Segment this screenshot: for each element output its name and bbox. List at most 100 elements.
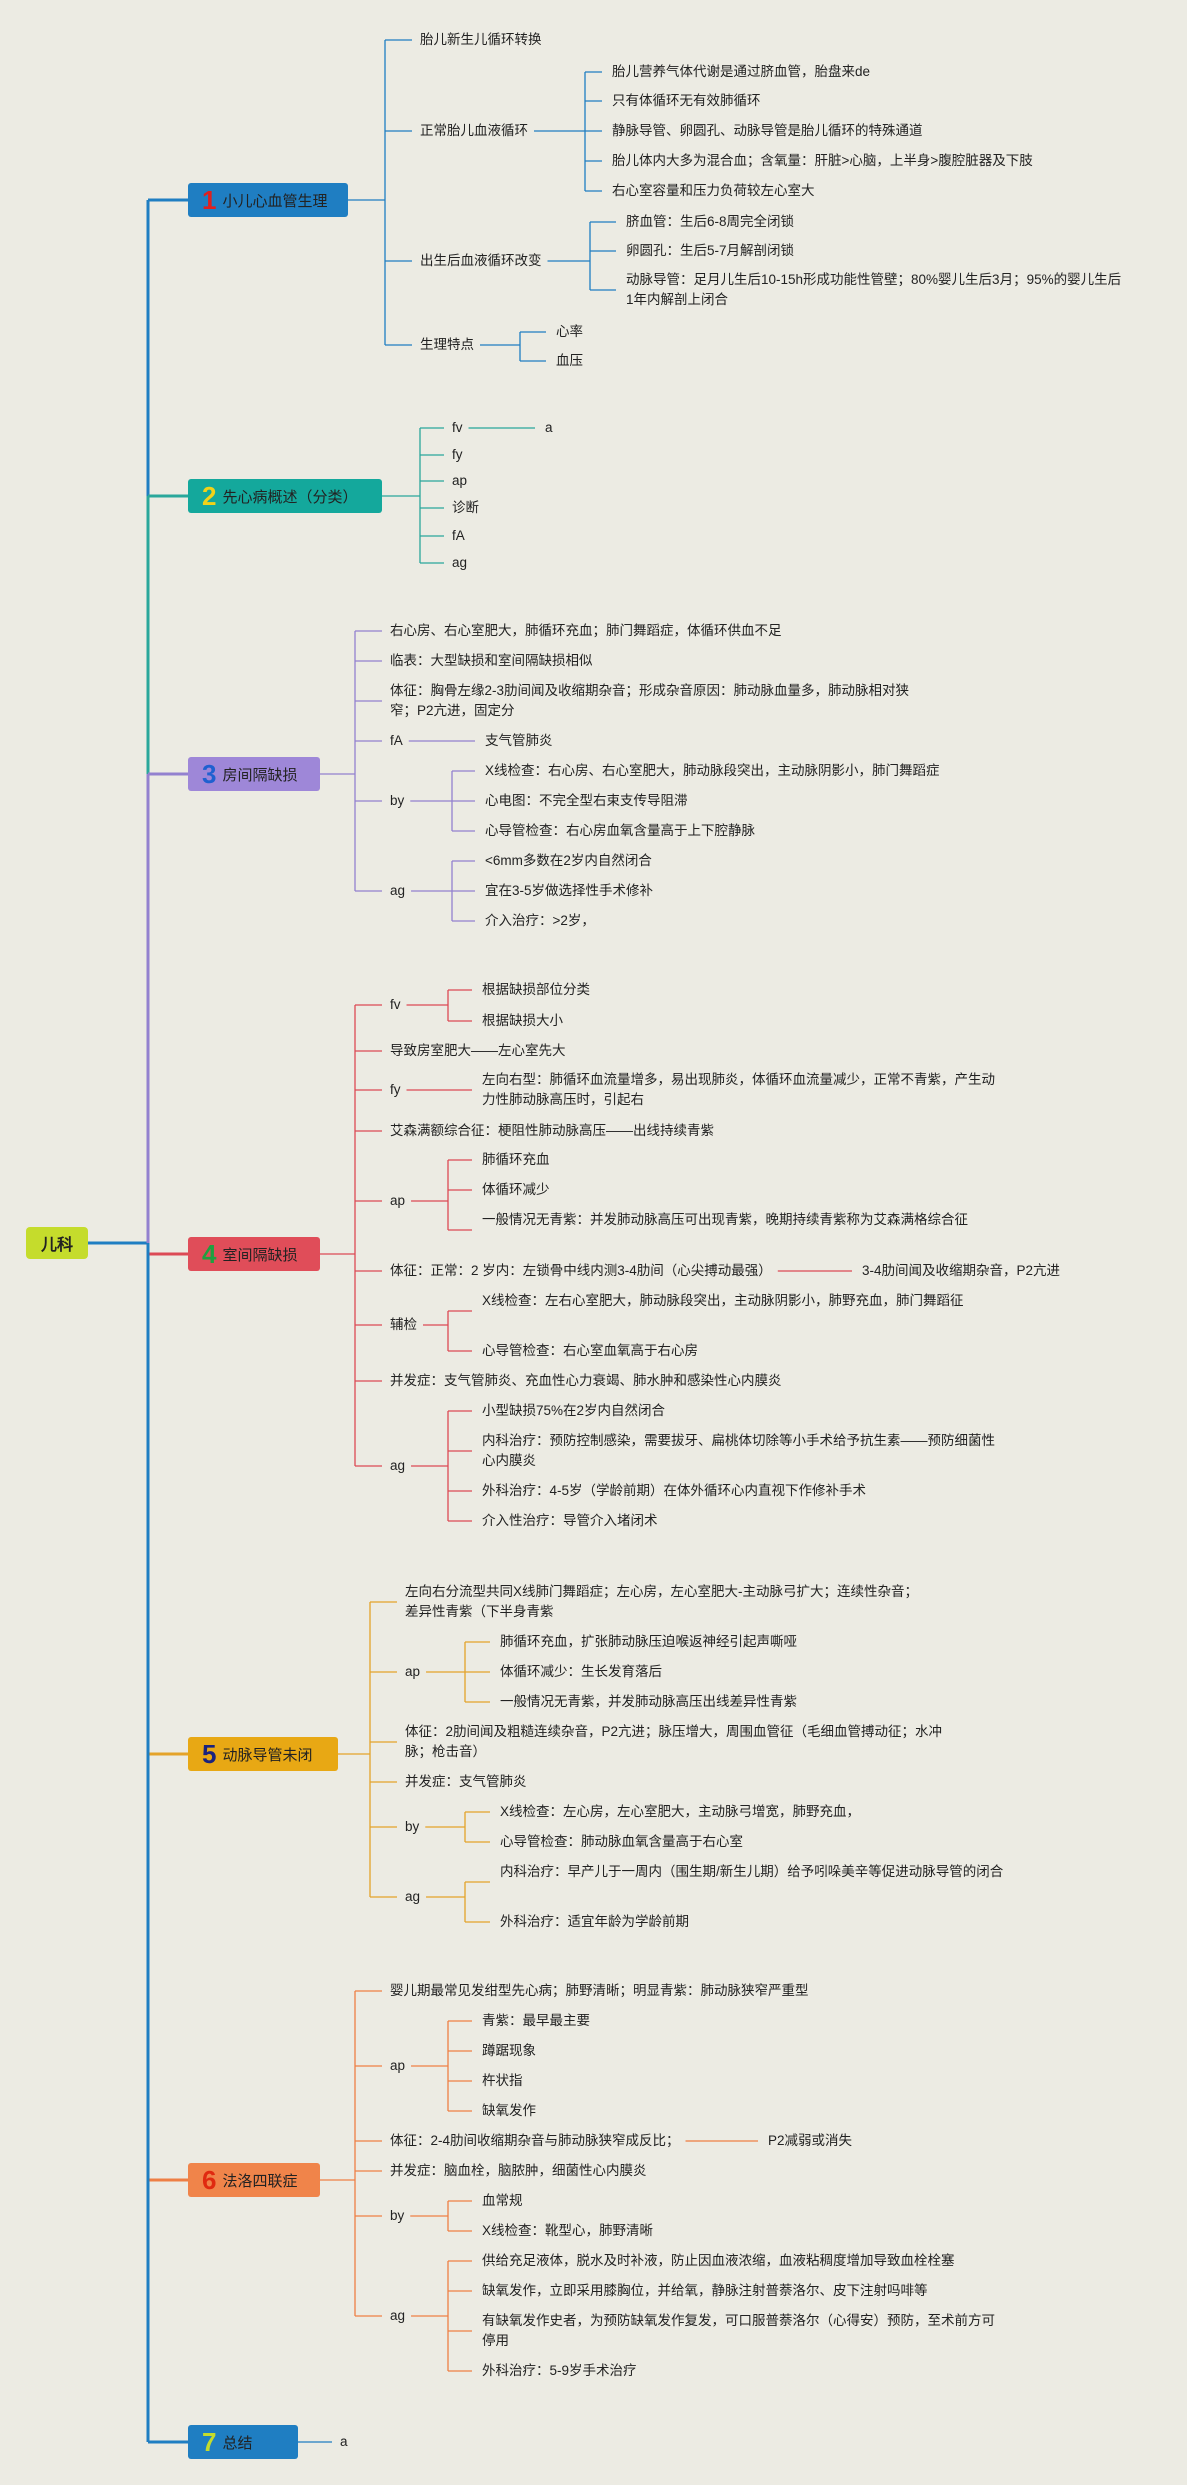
branch-node[interactable]: 并发症：脑血栓，脑脓肿，细菌性心内膜炎 [390,2163,647,2178]
leaf-node[interactable]: 血压 [556,353,583,368]
branch-node[interactable]: 并发症：支气管肺炎、充血性心力衰竭、肺水肿和感染性心内膜炎 [390,1373,782,1388]
leaf-node[interactable]: 血常规 [482,2193,523,2208]
leaf-node[interactable]: X线检查：靴型心，肺野清晰 [482,2223,654,2238]
branch-node[interactable]: ag [390,2308,406,2323]
leaf-node[interactable]: 胎儿体内大多为混合血；含氧量：肝脏>心脑，上半身>腹腔脏器及下肢 [612,153,1033,168]
leaf-node[interactable]: 支气管肺炎 [485,733,553,748]
leaf-node[interactable]: 根据缺损大小 [482,1013,563,1028]
leaf-node[interactable]: 外科治疗：4-5岁（学龄前期）在体外循环心内直视下作修补手术 [482,1483,867,1498]
branch-node[interactable]: ap [452,473,468,488]
branch-node[interactable]: 辅检 [390,1317,417,1332]
leaf-node[interactable]: 脐血管：生后6-8周完全闭锁 [626,214,795,229]
branch-node[interactable]: 左向右分流型共同X线肺门舞蹈症；左心房，左心室肥大-主动脉弓扩大；连续性杂音；差… [405,1584,918,1619]
branch-node[interactable]: 生理特点 [420,337,474,352]
branch-node[interactable]: 并发症：支气管肺炎 [405,1774,527,1789]
section-number: 6 [202,2165,217,2195]
leaf-node[interactable]: 根据缺损部位分类 [482,982,590,997]
leaf-node[interactable]: 缺氧发作，立即采用膝胸位，并给氧，静脉注射普萘洛尔、皮下注射吗啡等 [482,2283,928,2298]
leaf-node[interactable]: 宜在3-5岁做选择性手术修补 [485,883,654,898]
leaf-node[interactable]: 外科治疗：5-9岁手术治疗 [482,2363,637,2378]
branch-node[interactable]: 胎儿新生儿循环转换 [420,32,542,47]
leaf-node[interactable]: 体循环减少 [482,1182,550,1197]
leaf-node[interactable]: 蹲踞现象 [482,2043,536,2058]
leaf-node[interactable]: 一般情况无青紫，并发肺动脉高压出线差异性青紫 [500,1694,797,1709]
branch-node[interactable]: 体征：正常：2 岁内：左锁骨中线内测3-4肋间（心尖搏动最强） [390,1263,772,1278]
leaf-node[interactable]: 心电图：不完全型右束支传导阻滞 [485,793,688,808]
branch-node[interactable]: 导致房室肥大——左心室先大 [390,1043,566,1058]
branch-node[interactable]: by [390,2208,405,2223]
leaf-node[interactable]: 3-4肋间闻及收缩期杂音，P2亢进 [862,1263,1061,1278]
branch-node[interactable]: by [390,793,405,808]
leaf-node[interactable]: X线检查：右心房、右心室肥大，肺动脉段突出，主动脉阴影小，肺门舞蹈症 [485,763,940,778]
leaf-node[interactable]: 心导管检查：肺动脉血氧含量高于右心室 [500,1834,743,1849]
leaf-node[interactable]: 卵圆孔：生后5-7月解剖闭锁 [626,243,795,258]
branch-node[interactable]: fv [452,420,463,435]
leaf-node[interactable]: 心率 [556,324,583,339]
leaf-node[interactable]: 肺循环充血，扩张肺动脉压迫喉返神经引起声嘶哑 [500,1634,797,1649]
leaf-node[interactable]: 内科治疗：预防控制感染，需要拔牙、扁桃体切除等小手术给予抗生素——预防细菌性心内… [482,1433,995,1468]
branch-node[interactable]: ag [390,1458,406,1473]
leaf-node[interactable]: 一般情况无青紫：并发肺动脉高压可出现青紫，晚期持续青紫称为艾森满格综合征 [482,1212,968,1227]
leaf-node[interactable]: 杵状指 [482,2073,523,2088]
leaf-node[interactable]: X线检查：左右心室肥大，肺动脉段突出，主动脉阴影小，肺野充血，肺门舞蹈征 [482,1293,964,1308]
branch-node[interactable]: ag [405,1889,421,1904]
branch-node[interactable]: fv [390,997,401,1012]
branch-node[interactable]: a [340,2434,348,2449]
leaf-node[interactable]: 胎儿营养气体代谢是通过脐血管，胎盘来de [612,64,871,79]
branch-node[interactable]: 体征：胸骨左缘2-3肋间闻及收缩期杂音；形成杂音原因：肺动脉血量多，肺动脉相对狭… [390,683,910,718]
branch-node[interactable]: ap [405,1664,421,1679]
leaf-node[interactable]: 左向右型：肺循环血流量增多，易出现肺炎，体循环血流量减少，正常不青紫，产生动力性… [482,1072,995,1107]
leaf-node[interactable]: 内科治疗：早产儿于一周内（围生期/新生儿期）给予吲哚美辛等促进动脉导管的闭合 [500,1864,1004,1879]
leaf-node[interactable]: 心导管检查：右心室血氧高于右心房 [482,1343,698,1358]
branch-node[interactable]: 诊断 [452,500,479,515]
leaf-node[interactable]: 有缺氧发作史者，为预防缺氧发作复发，可口服普萘洛尔（心得安）预防，至术前方可停用 [482,2313,995,2348]
section-6-node[interactable]: 6 法洛四联症 [188,2163,320,2197]
branch-node[interactable]: 体征：2-4肋间收缩期杂音与肺动脉狭窄成反比； [390,2133,680,2148]
leaf-node[interactable]: 动脉导管：足月儿生后10-15h形成功能性管壁；80%婴儿生后3月；95%的婴儿… [626,272,1122,307]
leaf-node[interactable]: 小型缺损75%在2岁内自然闭合 [482,1403,666,1418]
branch-node[interactable]: ap [390,2058,406,2073]
leaf-node[interactable]: <6mm多数在2岁内自然闭合 [485,853,652,868]
section-label: 法洛四联症 [222,2172,298,2190]
branch-node[interactable]: by [405,1819,420,1834]
branch-node[interactable]: fA [390,733,403,748]
branch-node[interactable]: ag [390,883,406,898]
branch-node[interactable]: 正常胎儿血液循环 [420,123,528,138]
section-label: 室间隔缺损 [222,1246,298,1264]
leaf-node[interactable]: 缺氧发作 [482,2103,536,2118]
leaf-node[interactable]: 介入治疗：>2岁， [485,913,595,928]
branch-node[interactable]: fA [452,528,465,543]
branch-node[interactable]: ap [390,1193,406,1208]
branch-node[interactable]: 艾森满额综合征：梗阻性肺动脉高压——出线持续青紫 [390,1123,714,1138]
leaf-node[interactable]: 右心室容量和压力负荷较左心室大 [612,183,815,198]
leaf-node[interactable]: 肺循环充血 [482,1152,550,1167]
leaf-node[interactable]: 供给充足液体，脱水及时补液，防止因血液浓缩，血液粘稠度增加导致血栓栓塞 [482,2253,955,2268]
branch-node[interactable]: ag [452,555,468,570]
leaf-node[interactable]: X线检查：左心房，左心室肥大，主动脉弓增宽，肺野充血， [500,1804,861,1819]
leaf-node[interactable]: 只有体循环无有效肺循环 [612,93,761,108]
leaf-node[interactable]: a [545,420,553,435]
leaf-node[interactable]: 介入性治疗：导管介入堵闭术 [482,1513,658,1528]
branch-node[interactable]: 临表：大型缺损和室间隔缺损相似 [390,653,593,668]
leaf-node[interactable]: 体循环减少：生长发育落后 [500,1664,662,1679]
leaf-node[interactable]: 静脉导管、卵圆孔、动脉导管是胎儿循环的特殊通道 [612,123,923,138]
leaf-node[interactable]: 外科治疗：适宜年龄为学龄前期 [500,1914,689,1929]
leaf-node[interactable]: P2减弱或消失 [768,2133,853,2148]
branch-node[interactable]: fy [452,447,463,462]
branch-node[interactable]: 出生后血液循环改变 [420,253,542,268]
section-number: 1 [202,185,217,215]
root-node[interactable]: 儿科 [26,1227,88,1259]
leaf-node[interactable]: 青紫：最早最主要 [482,2013,590,2028]
branch-node[interactable]: 右心房、右心室肥大，肺循环充血；肺门舞蹈症，体循环供血不足 [390,623,782,638]
leaf-node[interactable]: 心导管检查：右心房血氧含量高于上下腔静脉 [485,823,755,838]
branch-node[interactable]: 婴儿期最常见发绀型先心病；肺野清晰；明显青紫：肺动脉狭窄严重型 [390,1983,809,1998]
branch-node[interactable]: 体征：2肋间闻及粗糙连续杂音，P2亢进；脉压增大，周围血管征（毛细血管搏动征；水… [405,1724,943,1759]
branch-node[interactable]: fy [390,1082,401,1097]
